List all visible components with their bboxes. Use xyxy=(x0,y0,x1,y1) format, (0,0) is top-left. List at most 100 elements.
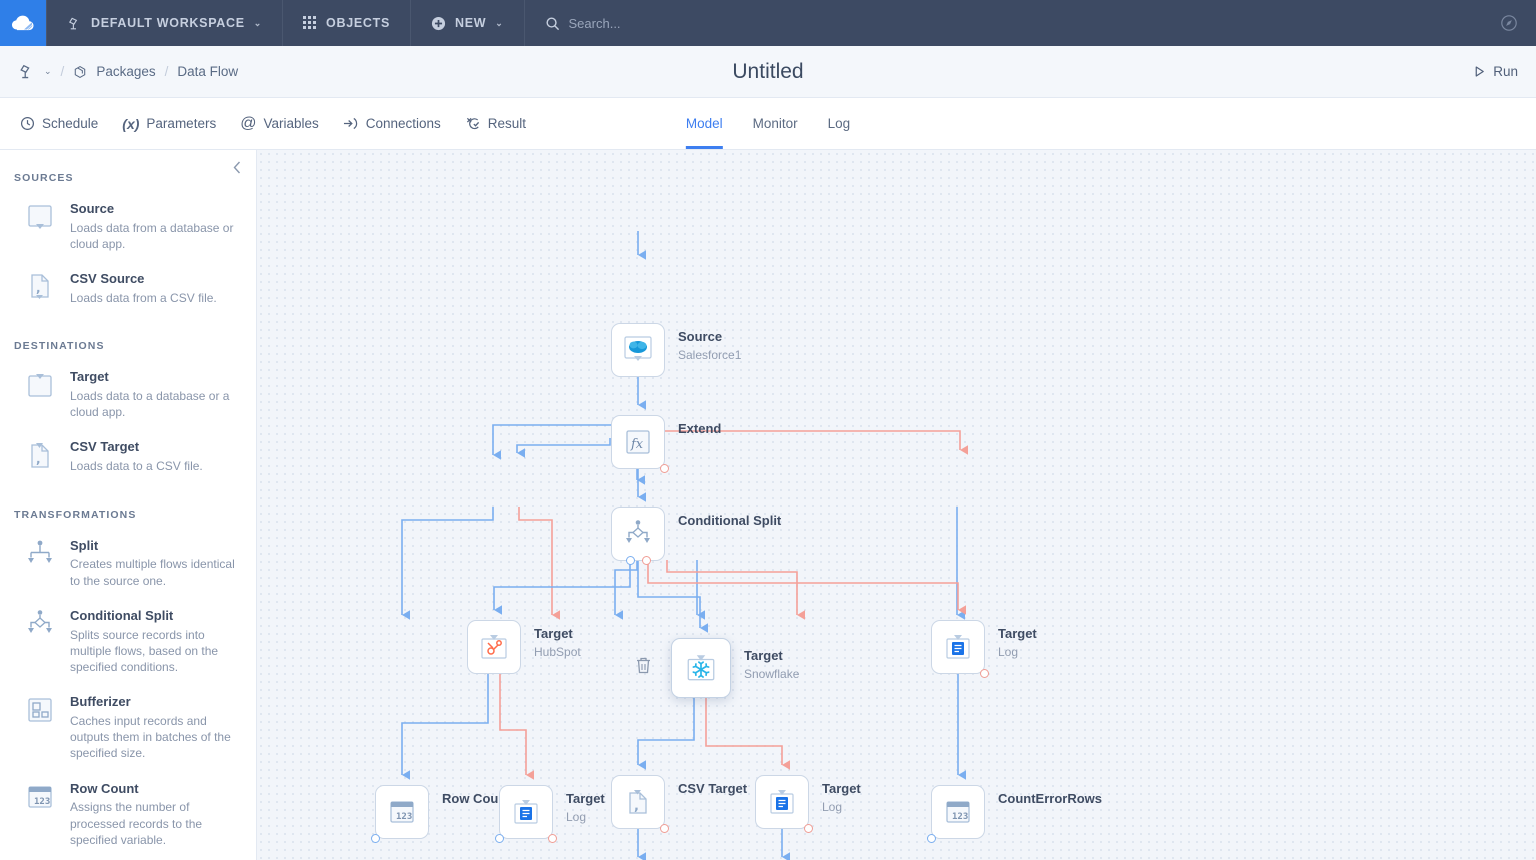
toolbar-label: Parameters xyxy=(146,116,217,131)
tab-monitor[interactable]: Monitor xyxy=(752,116,798,131)
node-subtitle: Log xyxy=(998,644,1019,659)
tab-log[interactable]: Log xyxy=(827,116,851,131)
palette-item-bufferizer[interactable]: Bufferizer Caches input records and outp… xyxy=(0,687,256,773)
palette-item-desc: Creates multiple flows identical to the … xyxy=(70,557,235,588)
svg-text:123: 123 xyxy=(34,797,50,807)
palette-item-desc: Loads data from a database or cloud app. xyxy=(70,220,234,252)
node-csv-target[interactable]: , CSV Target xyxy=(611,775,747,833)
node-target-log-2[interactable]: Target Log xyxy=(755,775,861,833)
component-palette-sidebar: SOURCES Source Loads data from a databas… xyxy=(0,150,257,860)
csv-target-icon: , xyxy=(629,790,647,814)
node-label: CSV Target xyxy=(678,775,747,798)
svg-text:123: 123 xyxy=(952,812,968,822)
palette-item-csv-target[interactable]: , CSV Target Loads data to a CSV file. xyxy=(0,432,256,486)
node-icon-box[interactable] xyxy=(467,620,521,674)
node-subtitle: Snowflake xyxy=(744,666,800,681)
workspace-icon[interactable] xyxy=(18,63,35,80)
palette-item-name: Source xyxy=(70,201,115,216)
error-port[interactable] xyxy=(548,834,557,843)
node-row-count-1[interactable]: 123 Row Count xyxy=(371,785,511,843)
workspace-selector[interactable]: DEFAULT WORKSPACE ⌄ xyxy=(46,0,284,46)
node-title: Target xyxy=(822,781,861,796)
breadcrumb-separator: / xyxy=(60,64,65,79)
error-port[interactable] xyxy=(660,464,669,473)
app-logo[interactable] xyxy=(0,0,46,46)
error-port[interactable] xyxy=(642,556,651,565)
palette-item-desc: Loads data to a database or a cloud app. xyxy=(70,389,230,420)
node-conditional-split[interactable]: Conditional Split xyxy=(611,507,781,565)
output-port[interactable] xyxy=(927,834,936,843)
palette-item-name: Bufferizer xyxy=(70,694,131,710)
breadcrumb-data-flow[interactable]: Data Flow xyxy=(177,64,239,79)
row-count-icon: 123 xyxy=(390,801,414,823)
tab-model[interactable]: Model xyxy=(685,98,723,149)
document-header: ⌄ / Packages / Data Flow Untitled Run xyxy=(0,46,1536,98)
top-navigation-bar: DEFAULT WORKSPACE ⌄ OBJECTS NEW ⌄ Search… xyxy=(0,0,1536,46)
section-title-destinations: DESTINATIONS xyxy=(14,340,105,353)
node-subtitle: Log xyxy=(566,809,587,824)
log-doc-icon xyxy=(770,790,794,814)
toolbar-item-schedule[interactable]: Schedule xyxy=(20,116,98,131)
palette-item-source[interactable]: Source Loads data from a database or clo… xyxy=(0,194,256,264)
node-title: Source xyxy=(678,329,723,344)
error-port[interactable] xyxy=(804,824,813,833)
node-icon-box[interactable] xyxy=(671,638,731,698)
node-icon-box[interactable] xyxy=(611,323,665,377)
package-icon xyxy=(75,65,86,78)
run-button[interactable]: Run xyxy=(1473,64,1518,79)
node-extend[interactable]: fx Extend xyxy=(611,415,721,473)
search-placeholder: Search... xyxy=(568,15,621,31)
grid-icon xyxy=(303,16,317,29)
error-port[interactable] xyxy=(660,824,669,833)
node-target-log-1[interactable]: Target Log xyxy=(495,785,605,843)
error-port[interactable] xyxy=(980,669,989,678)
objects-menu[interactable]: OBJECTS xyxy=(283,0,411,46)
search-input[interactable]: Search... xyxy=(525,0,641,46)
output-port[interactable] xyxy=(495,834,504,843)
palette-item-desc: Caches input records and outputs them in… xyxy=(70,713,231,761)
node-count-error-rows[interactable]: 123 CountErrorRows xyxy=(927,785,1102,843)
palette-item-csv-source[interactable]: , CSV Source Loads data from a CSV file. xyxy=(0,264,256,318)
node-label: Target Log xyxy=(998,620,1037,659)
node-title: CSV Target xyxy=(678,781,748,796)
node-icon-box[interactable] xyxy=(755,775,813,833)
palette-item-split[interactable]: Split Creates multiple flows identical t… xyxy=(0,531,256,601)
node-target-log-right[interactable]: Target Log xyxy=(931,620,1037,678)
node-icon-box[interactable]: fx xyxy=(611,415,669,473)
new-menu[interactable]: NEW ⌄ xyxy=(411,0,525,46)
toolbar-item-variables[interactable]: @ Variables xyxy=(240,115,319,132)
sidebar-collapse-button[interactable] xyxy=(231,160,244,179)
flow-canvas[interactable]: Source Salesforce1 fx Extend xyxy=(257,150,1536,860)
palette-item-target[interactable]: Target Loads data to a database or a clo… xyxy=(0,362,256,432)
node-label: Conditional Split xyxy=(678,507,781,530)
fx-icon: fx xyxy=(626,430,650,454)
node-icon-box[interactable]: , xyxy=(611,775,669,833)
node-icon-box[interactable]: 123 xyxy=(927,785,985,843)
node-target-snowflake[interactable]: Target Snowflake xyxy=(637,638,800,698)
toolbar-item-result[interactable]: Result xyxy=(465,116,526,131)
node-target-hubspot[interactable]: Target HubSpot xyxy=(467,620,581,674)
node-title: Row Count xyxy=(442,791,511,806)
node-source[interactable]: Source Salesforce1 xyxy=(611,323,741,377)
compass-button[interactable] xyxy=(1482,0,1536,46)
breadcrumb-packages[interactable]: Packages xyxy=(96,64,156,79)
node-icon-box[interactable]: 123 xyxy=(371,785,429,843)
node-icon-box[interactable] xyxy=(931,620,989,678)
palette-item-row-count[interactable]: 123 Row Count Assigns the number of proc… xyxy=(0,774,256,860)
palette-item-conditional-split[interactable]: Conditional Split Splits source records … xyxy=(0,601,256,687)
delete-node-button[interactable] xyxy=(635,656,652,680)
toolbar-label: Connections xyxy=(365,116,441,131)
palette-item-name: Conditional Split xyxy=(70,607,174,623)
toolbar-label: Schedule xyxy=(42,116,99,131)
node-subtitle: HubSpot xyxy=(534,644,581,659)
node-icon-box[interactable] xyxy=(495,785,557,843)
toolbar-label: Result xyxy=(487,116,527,131)
node-subtitle: Log xyxy=(822,799,843,814)
node-icon-box[interactable] xyxy=(611,507,665,565)
project-chevron-down-icon[interactable]: ⌄ xyxy=(44,66,52,76)
toolbar-item-connections[interactable]: Connections xyxy=(343,116,441,131)
output-port[interactable] xyxy=(371,834,380,843)
output-port[interactable] xyxy=(626,556,635,565)
node-title: Conditional Split xyxy=(678,513,782,528)
toolbar-item-parameters[interactable]: (x) Parameters xyxy=(122,116,216,132)
